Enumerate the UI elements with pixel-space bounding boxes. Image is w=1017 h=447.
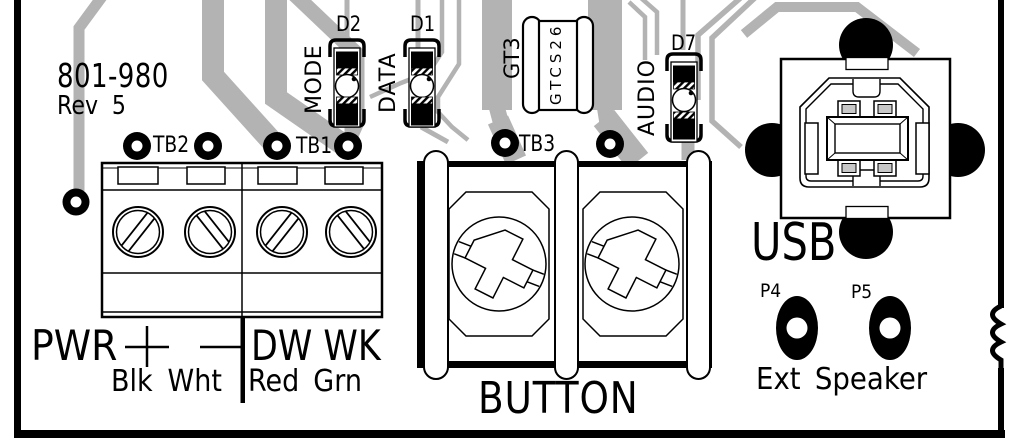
usb-label: USB	[751, 213, 837, 273]
p5-label: P5	[851, 281, 873, 303]
tb2-pad-1	[123, 132, 151, 160]
led-d7-designator: D7	[671, 31, 697, 55]
ext-speaker-label: Ext Speaker	[756, 362, 928, 397]
led-d2-designator: D2	[336, 12, 362, 36]
led-d1-designator: D1	[410, 12, 436, 36]
tb3-pad-2	[596, 130, 624, 158]
pwr-wire-colors: Blk Wht	[111, 364, 222, 399]
data-label: DATA	[376, 52, 401, 113]
pwr-terminal-block	[100, 161, 384, 403]
gtcs26-part-label: GTCS26	[547, 22, 565, 105]
mode-label: MODE	[302, 44, 327, 114]
tb3-pad-1	[491, 129, 519, 157]
gt3-component	[521, 15, 595, 115]
pwr-label: PWR	[31, 321, 118, 370]
through-hole-pads	[62, 129, 624, 216]
led-d2	[328, 38, 366, 128]
dwwk-wire-colors: Red Grn	[248, 364, 362, 399]
board-border	[14, 0, 1007, 438]
plus-symbol	[125, 326, 169, 367]
board-part-number: 801-980	[57, 56, 169, 95]
p4-pad	[776, 296, 818, 360]
tb1-label: TB1	[296, 134, 333, 159]
terminal-screws	[112, 206, 377, 258]
polarity-marks	[125, 326, 242, 367]
board-revision: Rev 5	[57, 91, 126, 121]
tb2-pad-2	[194, 132, 222, 160]
usb-connector	[745, 18, 985, 259]
gt3-designator: GT3	[500, 37, 524, 79]
button-label: BUTTON	[478, 373, 639, 424]
audio-label: AUDIO	[635, 59, 660, 136]
tb1-pad-2	[334, 132, 362, 160]
tb3-label: TB3	[519, 132, 556, 157]
coil-symbol	[990, 303, 1007, 369]
tb1-pad-1	[263, 132, 291, 160]
led-d1	[403, 38, 441, 128]
led-d7	[665, 52, 703, 143]
p5-pad	[869, 296, 911, 360]
speaker-jacks	[776, 296, 911, 360]
tb2-label: TB2	[153, 133, 190, 158]
pwr-dwwk-divider	[240, 317, 245, 403]
pad	[62, 188, 90, 216]
dwwk-label: DW WK	[251, 321, 381, 370]
p4-label: P4	[760, 280, 782, 302]
button-terminal-block	[417, 150, 712, 380]
usb-pins	[837, 100, 897, 177]
